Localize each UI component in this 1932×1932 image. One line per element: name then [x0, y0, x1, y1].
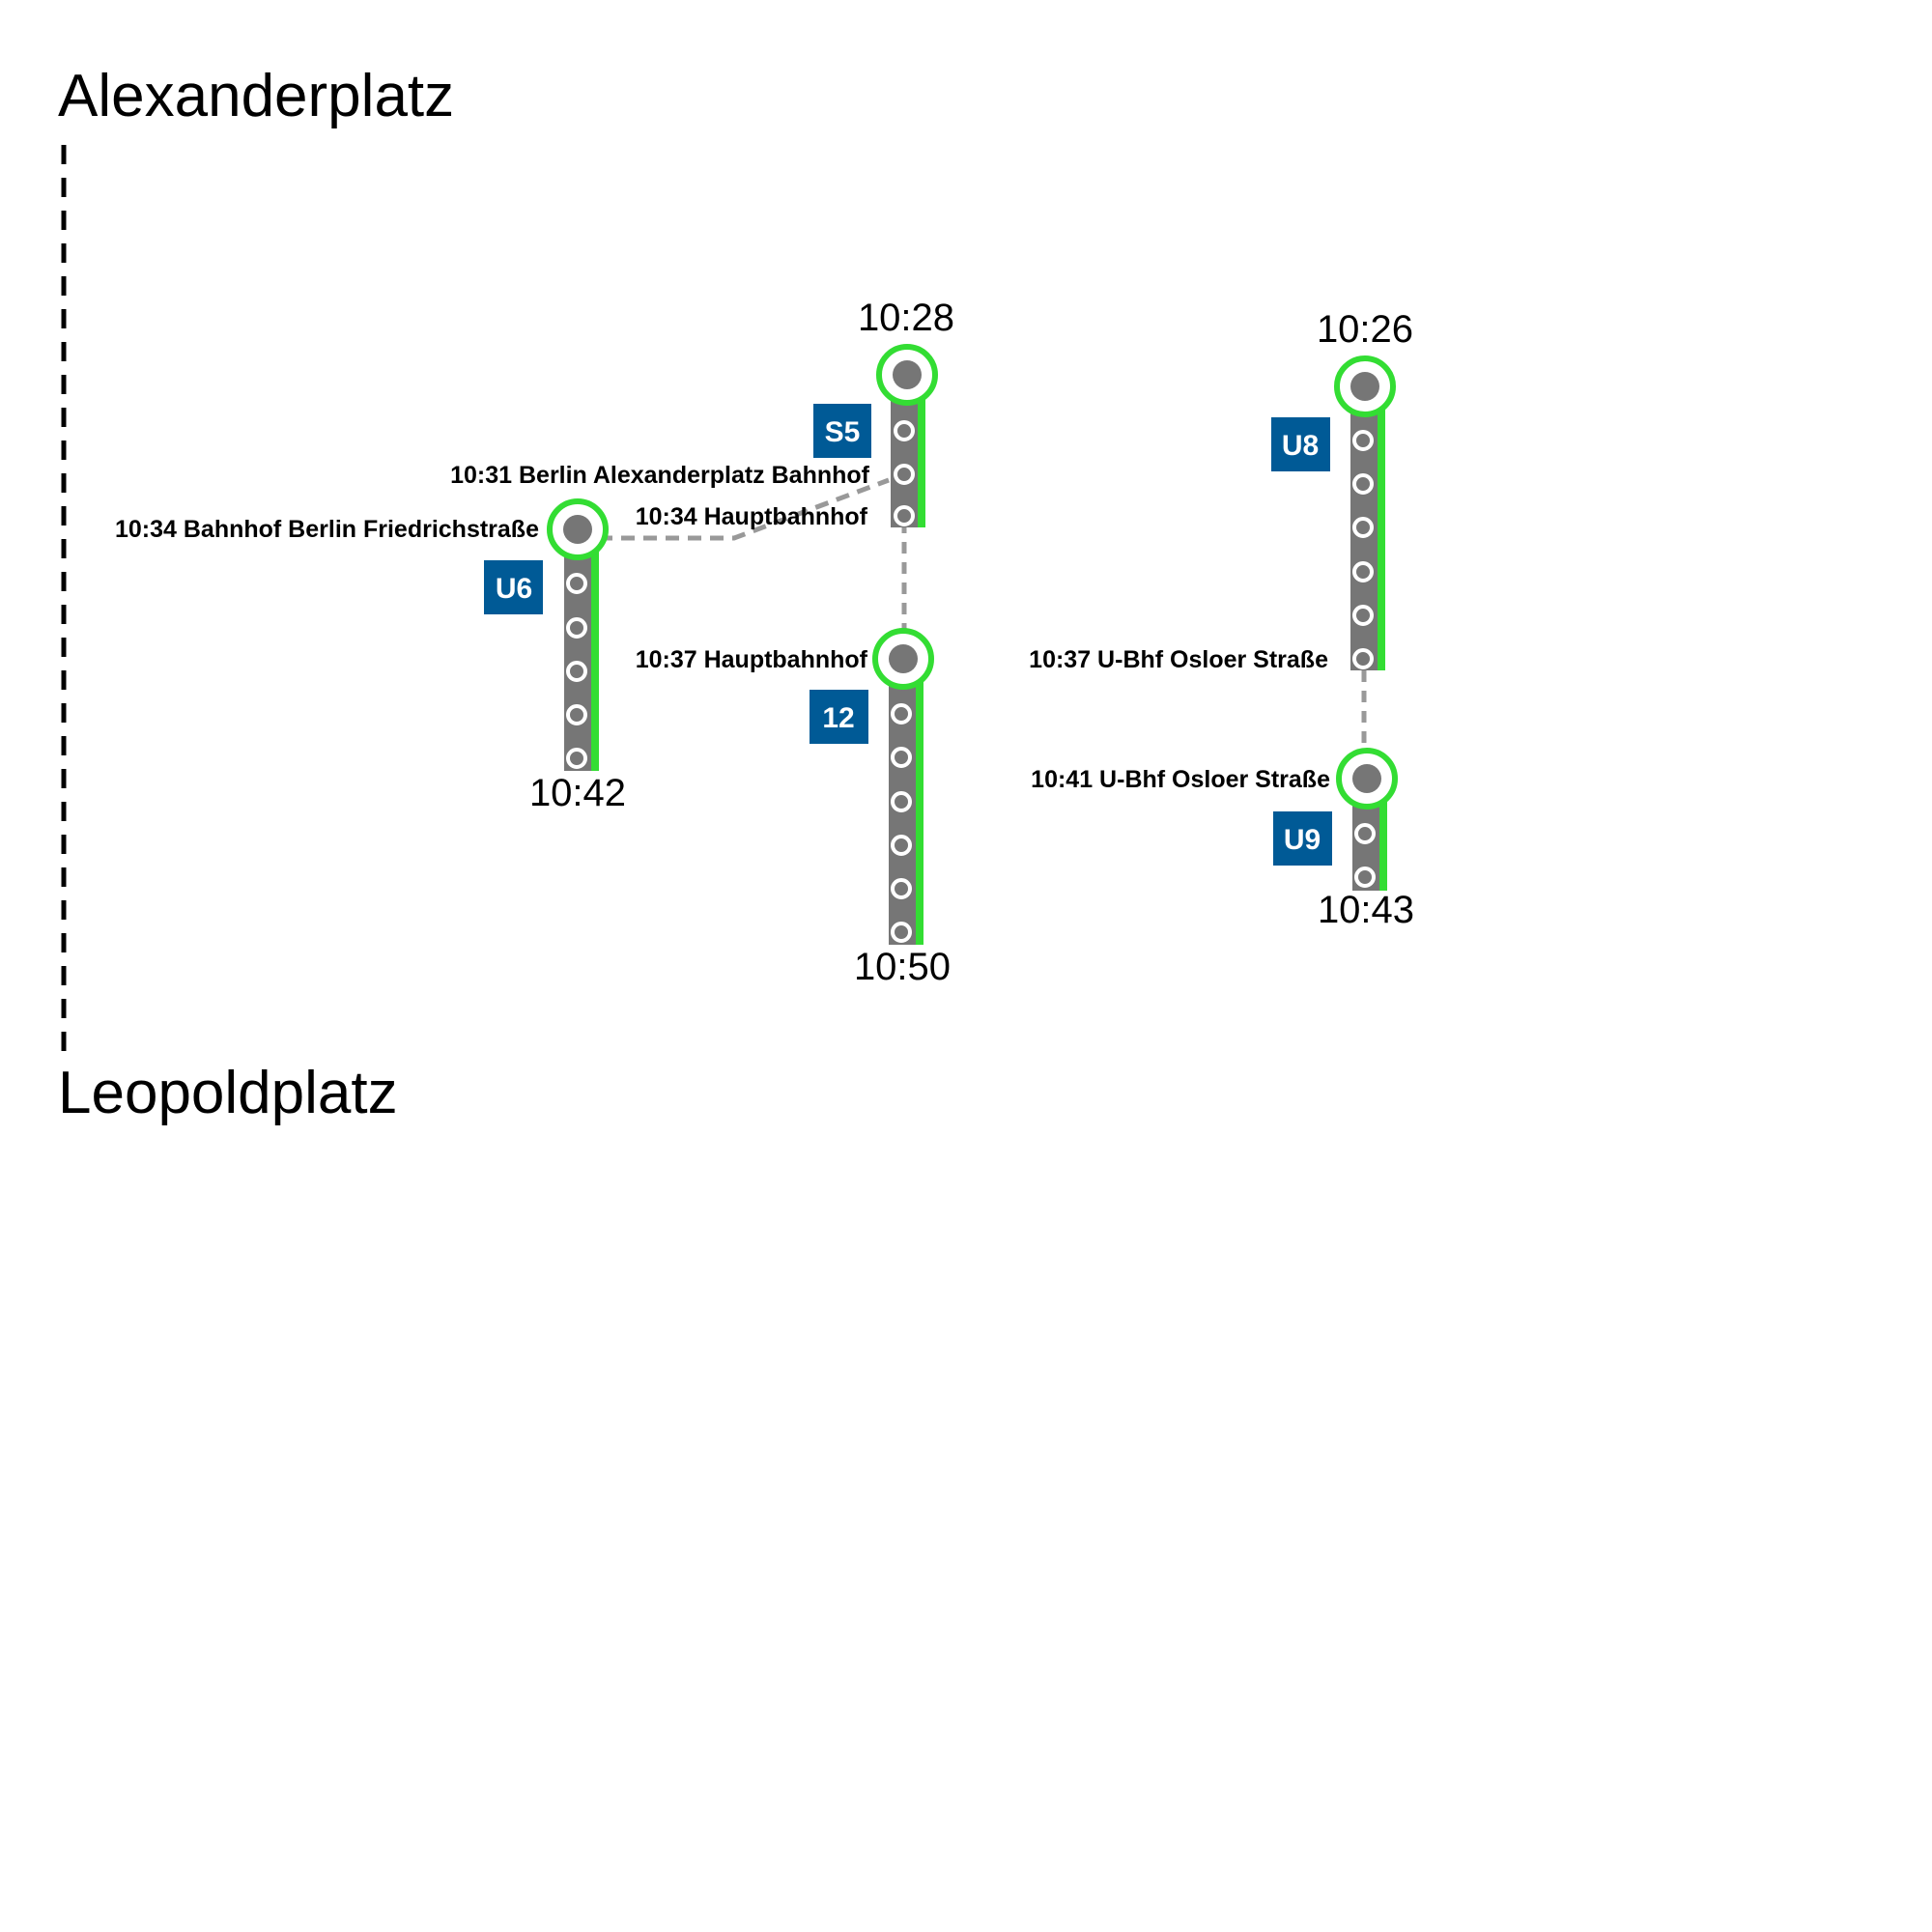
stop-marker-bus12-2 — [891, 747, 912, 768]
line-badge-u9[interactable] — [1273, 811, 1332, 866]
stop-marker-u8-2 — [1352, 473, 1374, 495]
departure-time-u8: 10:26 — [1317, 308, 1413, 351]
stop-marker-u9-1 — [1354, 823, 1376, 844]
stop-marker-bus12-1 — [891, 703, 912, 724]
departure-dot-u9 — [1352, 764, 1381, 793]
line-badge-s5[interactable] — [813, 404, 871, 458]
stop-marker-bus12-6 — [891, 922, 912, 943]
station-label-s5-hauptbahnhof: 10:34 Hauptbahnhof — [636, 503, 868, 530]
progress-u9 — [1379, 798, 1387, 891]
station-label-u8-osloer-strasse: 10:37 U-Bhf Osloer Straße — [1029, 646, 1328, 673]
stop-marker-u6-3 — [566, 661, 587, 682]
line-badge-u6[interactable] — [484, 560, 543, 614]
stop-marker-s5-2 — [894, 464, 915, 485]
stop-marker-bus12-4 — [891, 835, 912, 856]
track-u6 — [564, 529, 591, 771]
departure-dot-s5 — [893, 360, 922, 389]
transfer-connector-s5-u6 — [599, 477, 890, 541]
leg-u9: 10:43 U9 10:41 U-Bhf Osloer Straße — [1031, 748, 1414, 931]
leg-u6: 10:42 U6 10:34 Bahnhof Berlin Friedrichs… — [115, 498, 626, 814]
origin-title: Alexanderplatz — [58, 63, 454, 129]
departure-dot-u6 — [563, 515, 592, 544]
line-badge-label-s5: S5 — [825, 416, 861, 448]
arrival-time-u6: 10:42 — [529, 772, 626, 814]
line-badge-label-u8: U8 — [1282, 430, 1319, 462]
stop-marker-u8-5 — [1352, 605, 1374, 626]
station-label-s5-alexanderplatz: 10:31 Berlin Alexanderplatz Bahnhof — [450, 462, 870, 489]
departure-dot-u8 — [1350, 372, 1379, 401]
progress-bus12 — [916, 678, 923, 945]
stop-marker-bus12-3 — [891, 791, 912, 812]
progress-u6 — [591, 549, 599, 771]
stop-marker-u8-1 — [1352, 430, 1374, 451]
arrival-time-u9: 10:43 — [1318, 889, 1414, 931]
line-badge-label-bus12: 12 — [822, 702, 854, 734]
stop-marker-u6-5 — [566, 748, 587, 769]
stop-marker-bus12-5 — [891, 878, 912, 899]
stop-marker-u9-2 — [1354, 867, 1376, 888]
stop-marker-u6-4 — [566, 704, 587, 725]
station-label-bus12-hauptbahnhof: 10:37 Hauptbahnhof — [636, 646, 868, 673]
stop-marker-u8-3 — [1352, 517, 1374, 538]
departure-time-s5: 10:28 — [858, 297, 954, 339]
stop-marker-s5-1 — [894, 420, 915, 441]
progress-s5 — [918, 394, 925, 527]
stop-marker-u8-6 — [1352, 648, 1374, 669]
line-badge-u8[interactable] — [1271, 417, 1330, 471]
station-label-u6-friedrichstrasse: 10:34 Bahnhof Berlin Friedrichstraße — [115, 516, 539, 543]
stop-marker-u8-4 — [1352, 561, 1374, 582]
arrival-time-bus12: 10:50 — [854, 946, 951, 988]
stop-marker-u6-2 — [566, 617, 587, 639]
progress-u8 — [1378, 406, 1385, 670]
station-label-u9-osloer-strasse: 10:41 U-Bhf Osloer Straße — [1031, 766, 1330, 793]
destination-title: Leopoldplatz — [58, 1060, 398, 1126]
stop-marker-u6-1 — [566, 573, 587, 594]
leg-u8: 10:26 U8 10:37 U-Bhf Osloer Straße — [1029, 308, 1413, 673]
leg-bus12: 10:50 12 10:37 Hauptbahnhof — [636, 628, 951, 988]
departure-dot-bus12 — [889, 644, 918, 673]
stop-marker-s5-3 — [894, 505, 915, 526]
line-badge-label-u6: U6 — [496, 573, 532, 605]
line-badge-label-u9: U9 — [1284, 824, 1321, 856]
line-badge-bus12[interactable] — [810, 690, 868, 744]
leg-s5: 10:28 S5 10:31 Berlin Alexanderplatz Bah… — [450, 297, 954, 530]
